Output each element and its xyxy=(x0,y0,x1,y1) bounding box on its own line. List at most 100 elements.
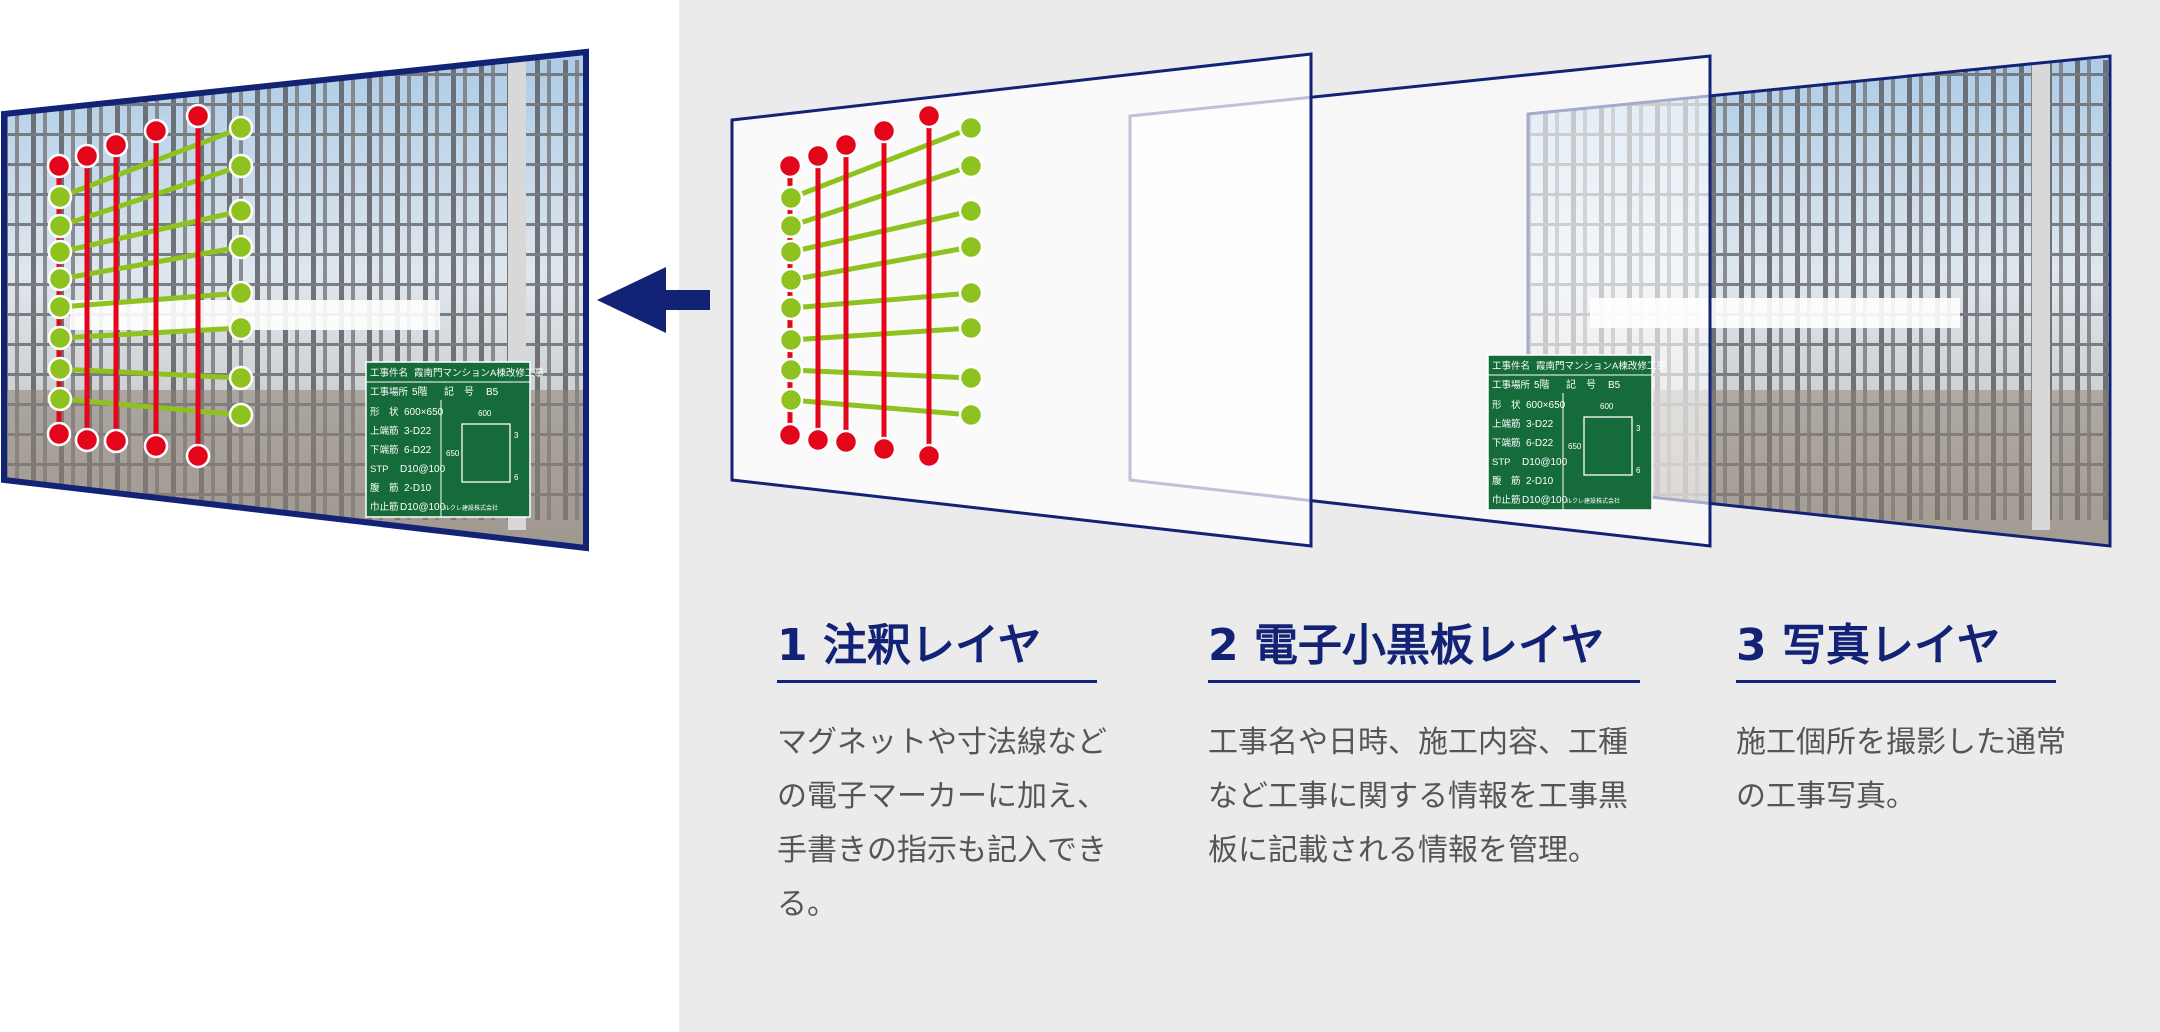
green-magnet-marker xyxy=(228,234,254,260)
layer-2-title: 2 電子小黒板レイヤ xyxy=(1208,618,1640,683)
green-magnet-marker xyxy=(778,327,804,353)
board-dim-width: 600 xyxy=(478,409,492,418)
red-magnet-marker xyxy=(143,433,169,459)
red-magnet-marker xyxy=(103,132,129,158)
horizontal-dimension-line xyxy=(59,396,242,418)
red-magnet-marker xyxy=(916,443,942,469)
board-row-label: 工事場所 xyxy=(1492,379,1531,391)
red-magnet-marker xyxy=(833,429,859,455)
green-magnet-marker xyxy=(47,239,73,265)
red-magnet-marker xyxy=(185,443,211,469)
board-row-label: STP xyxy=(1492,457,1510,468)
board-row-label: 腹 筋 xyxy=(1492,475,1521,487)
board-extra-label: 記 号 xyxy=(444,385,474,398)
green-magnet-marker xyxy=(958,198,984,224)
red-magnet-marker xyxy=(46,421,72,447)
horizontal-dimension-line xyxy=(790,125,972,201)
board-dim-top: 3 xyxy=(1636,424,1641,433)
board-dim-width: 600 xyxy=(1600,402,1614,411)
horizontal-dimension-line xyxy=(790,163,972,229)
board-row-value: D10@100 xyxy=(400,464,446,475)
board-row-label: 上端筋 xyxy=(370,425,399,437)
green-magnet-marker xyxy=(778,239,804,265)
horizontal-dimension-line xyxy=(59,366,242,381)
board-extra-value: B5 xyxy=(1608,380,1621,391)
red-magnet-marker xyxy=(185,103,211,129)
red-magnet-marker xyxy=(74,143,100,169)
red-magnet-marker xyxy=(46,153,72,179)
horizontal-dimension-line xyxy=(790,208,972,255)
horizontal-dimension-line xyxy=(790,367,972,381)
red-magnet-marker xyxy=(74,427,100,453)
board-company: ルクレ建設株式会社 xyxy=(444,504,498,512)
board-row-label: 下端筋 xyxy=(1492,437,1521,449)
red-magnet-marker xyxy=(916,103,942,129)
board-dim-bottom: 6 xyxy=(1636,466,1641,475)
green-magnet-marker xyxy=(228,153,254,179)
horizontal-dimension-line xyxy=(790,244,972,283)
board-row-value: 600×650 xyxy=(1526,400,1566,411)
board-row-label: 巾止筋 xyxy=(370,501,399,513)
board-row-label: 腹 筋 xyxy=(370,482,399,494)
board-row-label: 工事件名 xyxy=(1492,360,1530,372)
composite-annotation-markers xyxy=(46,103,254,469)
green-magnet-marker xyxy=(778,357,804,383)
green-magnet-marker xyxy=(778,185,804,211)
red-magnet-marker xyxy=(833,132,859,158)
layer-3-title: 3 写真レイヤ xyxy=(1736,618,2056,683)
green-magnet-marker xyxy=(47,184,73,210)
annotation-layer-plane xyxy=(730,52,1313,548)
green-magnet-marker xyxy=(47,266,73,292)
board-dim-bottom: 6 xyxy=(514,473,519,482)
board-extra-value: B5 xyxy=(486,387,499,398)
horizontal-dimension-line xyxy=(790,397,972,418)
horizontal-dimension-line xyxy=(790,290,972,311)
green-magnet-marker xyxy=(47,213,73,239)
board-row-value: 6-D22 xyxy=(1526,438,1554,449)
stack-electronic-board: 工事件名 霞南門マンションA棟改修工事 工事場所 5階 記 号 B5 形 状 6… xyxy=(1487,354,1666,511)
red-magnet-marker xyxy=(103,428,129,454)
board-row-value: 5階 xyxy=(412,386,428,398)
red-magnet-marker xyxy=(777,422,803,448)
board-row-value: 霞南門マンションA棟改修工事 xyxy=(1536,360,1666,372)
red-magnet-marker xyxy=(143,118,169,144)
stack-annotation-markers xyxy=(777,103,984,469)
board-company: ルクレ建設株式会社 xyxy=(1566,497,1620,505)
horizontal-dimension-line xyxy=(59,325,242,341)
red-magnet-marker xyxy=(805,427,831,453)
arrow-left-icon xyxy=(597,267,710,333)
green-magnet-marker xyxy=(778,295,804,321)
green-magnet-marker xyxy=(958,115,984,141)
board-row-value: 6-D22 xyxy=(404,445,432,456)
green-magnet-marker xyxy=(228,402,254,428)
board-row-value: 霞南門マンションA棟改修工事 xyxy=(414,367,544,379)
green-magnet-marker xyxy=(228,315,254,341)
horizontal-dimension-line xyxy=(59,125,242,200)
green-magnet-marker xyxy=(778,267,804,293)
green-magnet-marker xyxy=(228,115,254,141)
green-magnet-marker xyxy=(958,234,984,260)
board-row-value: 5階 xyxy=(1534,379,1550,391)
horizontal-dimension-line xyxy=(59,208,242,255)
layer-1-description: マグネットや寸法線などの電子マーカーに加え、手書きの指示も記入できる。 xyxy=(777,725,1107,922)
board-row-value: 3-D22 xyxy=(404,426,432,437)
board-row-value: 2-D10 xyxy=(1526,476,1554,487)
board-row-label: 巾止筋 xyxy=(1492,494,1521,506)
board-row-value: 2-D10 xyxy=(404,483,432,494)
board-row-value: D10@100 xyxy=(1522,457,1568,468)
green-magnet-marker xyxy=(47,294,73,320)
composite-electronic-board: 工事件名 霞南門マンションA棟改修工事 工事場所 5階 記 号 B5 形 状 6… xyxy=(365,361,544,518)
board-row-label: 形 状 xyxy=(370,406,399,418)
red-magnet-marker xyxy=(871,436,897,462)
board-row-label: 形 状 xyxy=(1492,399,1521,411)
board-row-value: D10@100 xyxy=(1522,495,1568,506)
horizontal-dimension-line xyxy=(59,290,242,310)
layer-1-title: 1 注釈レイヤ xyxy=(777,618,1097,683)
board-extra-label: 記 号 xyxy=(1566,378,1596,391)
layer-2-description: 工事名や日時、施工内容、工種など工事に関する情報を工事黒板に記載される情報を管理… xyxy=(1208,725,1628,868)
board-row-label: 上端筋 xyxy=(1492,418,1521,430)
horizontal-dimension-line xyxy=(790,325,972,343)
green-magnet-marker xyxy=(958,402,984,428)
horizontal-dimension-line xyxy=(59,163,242,229)
